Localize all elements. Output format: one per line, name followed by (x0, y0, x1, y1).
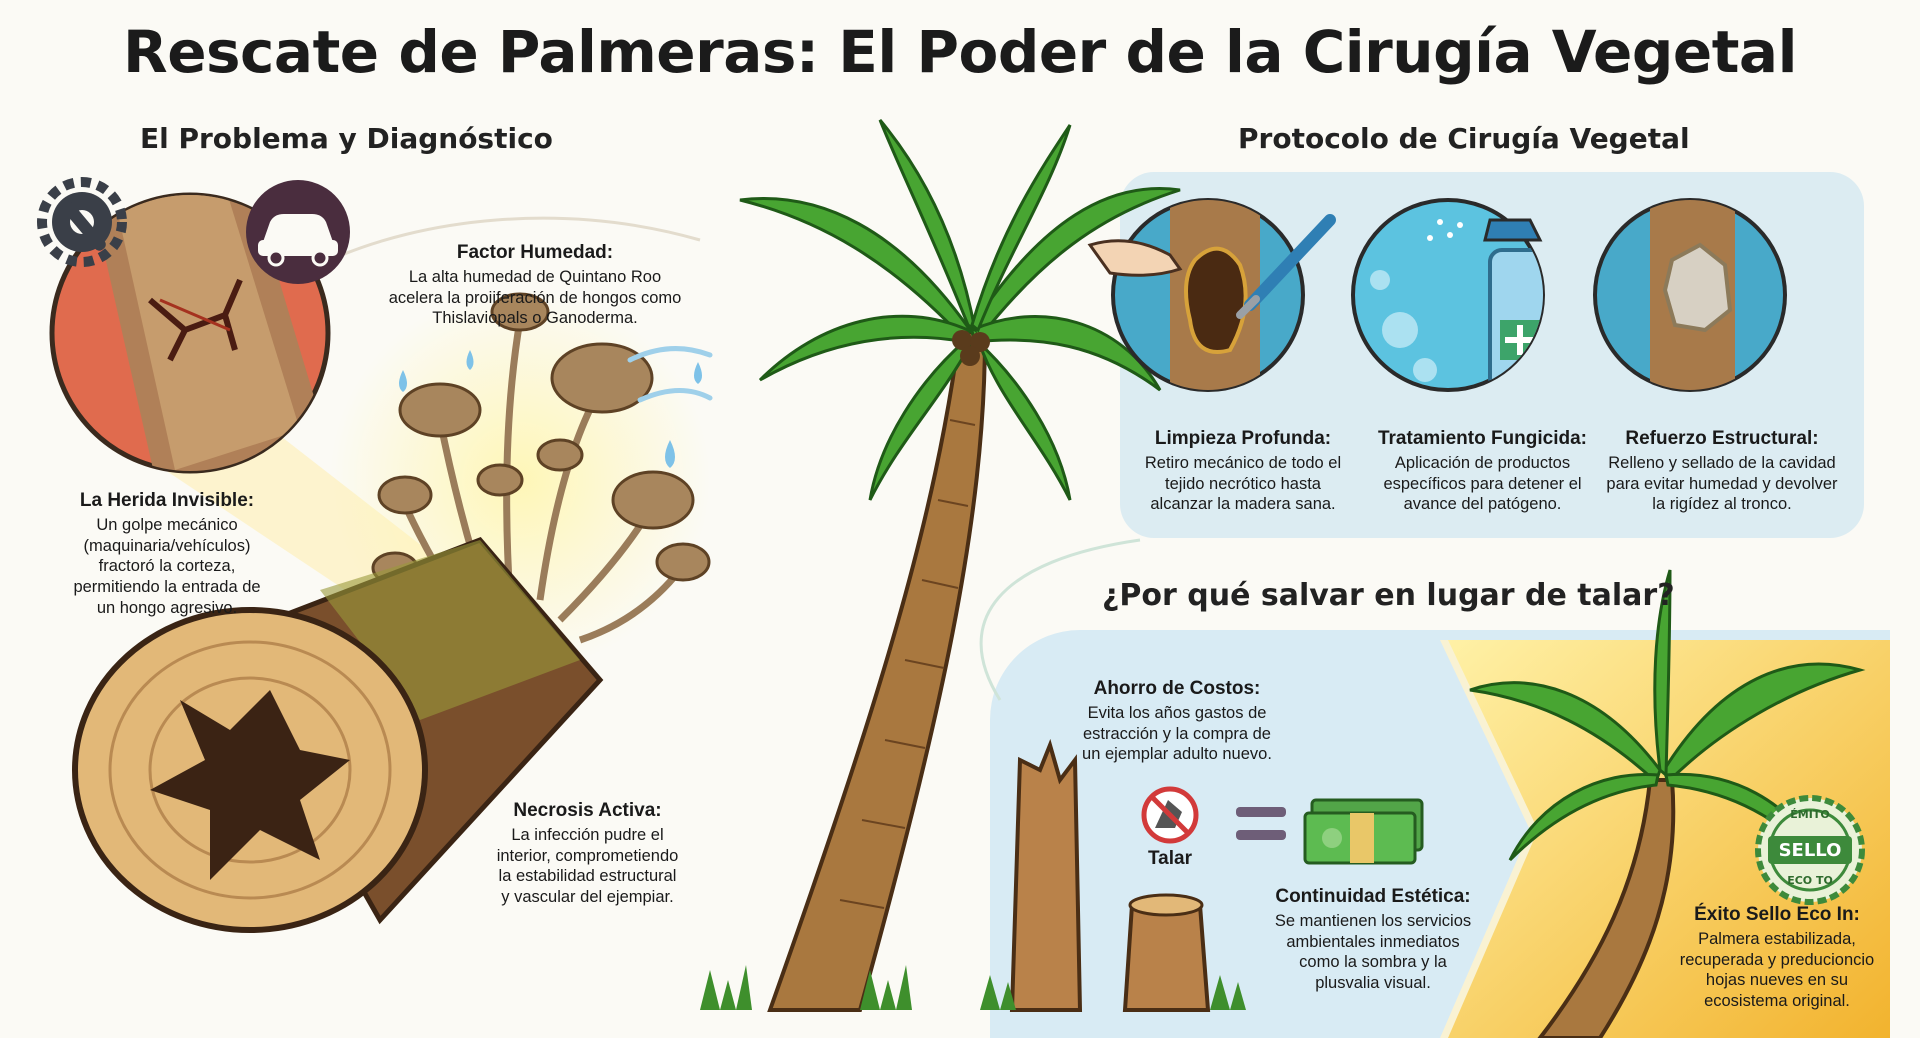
ahorro-costos-heading: Ahorro de Costos: (1093, 678, 1261, 699)
step-limpieza-body: Retiro mecánico de todo el tejido necrót… (1144, 454, 1342, 514)
page-title: Rescate de Palmeras: El Poder de la Ciru… (123, 18, 1797, 86)
continuidad-estetica-heading: Continuidad Estética: (1275, 886, 1471, 907)
herida-invisible-body: Un golpe mecánico (maquinaria/vehículos)… (73, 516, 261, 617)
ahorro-costos-body: Evita los años gastos de estracción y la… (1082, 704, 1272, 764)
step-refuerzo-body: Relleno y sellado de la cavidad para evi… (1606, 454, 1838, 514)
step-fungicida-body: Aplicación de productos específicos para… (1383, 454, 1582, 514)
factor-humedad-heading: Factor Humedad: (456, 242, 614, 263)
gear-wrench-icon (37, 177, 127, 267)
car-icon (246, 180, 350, 284)
seal-bottom-text: ECO TO (1787, 874, 1833, 887)
necrosis-activa-heading: Necrosis Activa: (513, 800, 662, 821)
step-fungicida-block: Tratamiento Fungicida: Aplicación de pro… (1370, 428, 1595, 515)
exito-sello-block: Éxito Sello Eco In: Palmera estabilizada… (1672, 904, 1882, 1012)
seal-middle-text: SELLO (1778, 840, 1842, 861)
necrosis-activa-body: La infección pudre el interior, comprome… (496, 826, 679, 906)
exito-sello-body: Palmera estabilizada, recuperada y predu… (1679, 930, 1875, 1010)
step-refuerzo-block: Refuerzo Estructural: Relleno y sellado … (1602, 428, 1842, 515)
step-refuerzo-heading: Refuerzo Estructural: (1625, 428, 1819, 449)
continuidad-estetica-body: Se mantienen los servicios ambientales i… (1274, 912, 1472, 992)
step-fungicida-heading: Tratamiento Fungicida: (1377, 428, 1588, 449)
necrosis-activa-block: Necrosis Activa: La infección pudre el i… (495, 800, 680, 908)
herida-invisible-block: La Herida Invisible: Un golpe mecánico (… (62, 490, 272, 618)
continuidad-estetica-block: Continuidad Estética: Se mantienen los s… (1268, 886, 1478, 994)
ahorro-costos-block: Ahorro de Costos: Evita los años gastos … (1072, 678, 1282, 765)
talar-label: Talar (1147, 848, 1192, 869)
factor-humedad-block: Factor Humedad: La alta humedad de Quint… (385, 242, 685, 329)
herida-invisible-heading: La Herida Invisible: (79, 490, 255, 511)
step-limpieza-heading: Limpieza Profunda: (1154, 428, 1332, 449)
exito-sello-heading: Éxito Sello Eco In: (1694, 904, 1860, 925)
problem-heading: El Problema y Diagnóstico (140, 122, 553, 155)
step-limpieza-block: Limpieza Profunda: Retiro mecánico de to… (1138, 428, 1348, 515)
protocol-heading: Protocolo de Cirugía Vegetal (1238, 122, 1690, 155)
fungus-illustration (371, 292, 713, 644)
why-heading: ¿Por qué salvar en lugar de talar? (1102, 578, 1675, 613)
seal-top-text: ÉMITO (1790, 808, 1830, 821)
factor-humedad-body: La alta humedad de Quintano Roo acelera … (388, 268, 682, 328)
